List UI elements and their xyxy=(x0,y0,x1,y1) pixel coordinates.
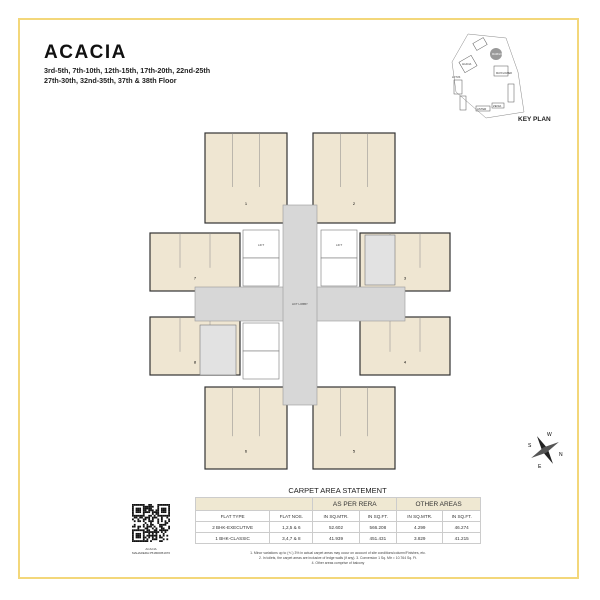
apartment-unit xyxy=(204,132,288,224)
svg-text:ACACIA: ACACIA xyxy=(462,63,472,66)
apartment-unit xyxy=(312,386,396,470)
flat-number: 4 xyxy=(404,359,407,364)
svg-text:MARIGOLD: MARIGOLD xyxy=(492,53,506,56)
svg-text:ZENIA: ZENIA xyxy=(493,104,501,108)
group-header: OTHER AREAS xyxy=(396,497,481,511)
floor-plan: 1 2 7 8 3 4 6 5 LIFT LIFT LIFT LOBBY xyxy=(149,132,451,470)
qr-caption: ACACIA MAHARERA P51800051976 xyxy=(131,547,171,555)
apartment-unit xyxy=(312,132,396,224)
key-plan-map: ASTER ZENIA LOTUS MAYFLOWER MARIGOLD ACA… xyxy=(451,33,525,119)
floor-list-line2: 27th-30th, 32nd-35th, 37th & 38th Floor xyxy=(44,76,177,85)
notes: 1. Minor variations up to (+/-) 3% in ac… xyxy=(250,551,426,565)
lift-cores xyxy=(199,229,396,380)
vertical-corridor xyxy=(282,204,318,406)
apartment-unit xyxy=(204,386,288,470)
flat-number: 3 xyxy=(404,275,407,280)
carpet-area-title: CARPET AREA STATEMENT xyxy=(288,486,387,495)
group-header: AS PER RERA xyxy=(312,497,398,511)
flat-number: 7 xyxy=(194,275,197,280)
flat-number: 2 xyxy=(353,201,356,206)
compass-icon: W N S E xyxy=(528,432,563,470)
building-title: ACACIA xyxy=(44,42,127,63)
qr-code[interactable] xyxy=(132,504,170,542)
svg-text:N: N xyxy=(559,452,563,458)
key-plan-label: KEY PLAN xyxy=(518,116,551,123)
svg-text:LIFT LOBBY: LIFT LOBBY xyxy=(292,302,308,306)
svg-text:LIFT: LIFT xyxy=(336,243,342,247)
svg-text:ASTER: ASTER xyxy=(477,107,486,111)
apartment-unit xyxy=(149,232,241,292)
page-frame xyxy=(18,18,579,579)
floor-list: 3rd-5th, 7th-10th, 12th-15th, 17th-20th,… xyxy=(44,66,210,86)
flat-number: 5 xyxy=(353,449,356,454)
flat-number: 1 xyxy=(245,201,248,206)
svg-text:S: S xyxy=(528,443,532,449)
svg-text:E: E xyxy=(538,464,542,470)
apartment-unit xyxy=(359,316,451,376)
svg-text:W: W xyxy=(547,432,552,438)
floor-list-line1: 3rd-5th, 7th-10th, 12th-15th, 17th-20th,… xyxy=(44,66,211,75)
flat-number: 8 xyxy=(194,359,197,364)
svg-text:LOTUS: LOTUS xyxy=(452,76,461,79)
svg-text:LIFT: LIFT xyxy=(258,243,264,247)
svg-text:MAYFLOWER: MAYFLOWER xyxy=(496,72,512,75)
flat-number: 6 xyxy=(245,449,248,454)
